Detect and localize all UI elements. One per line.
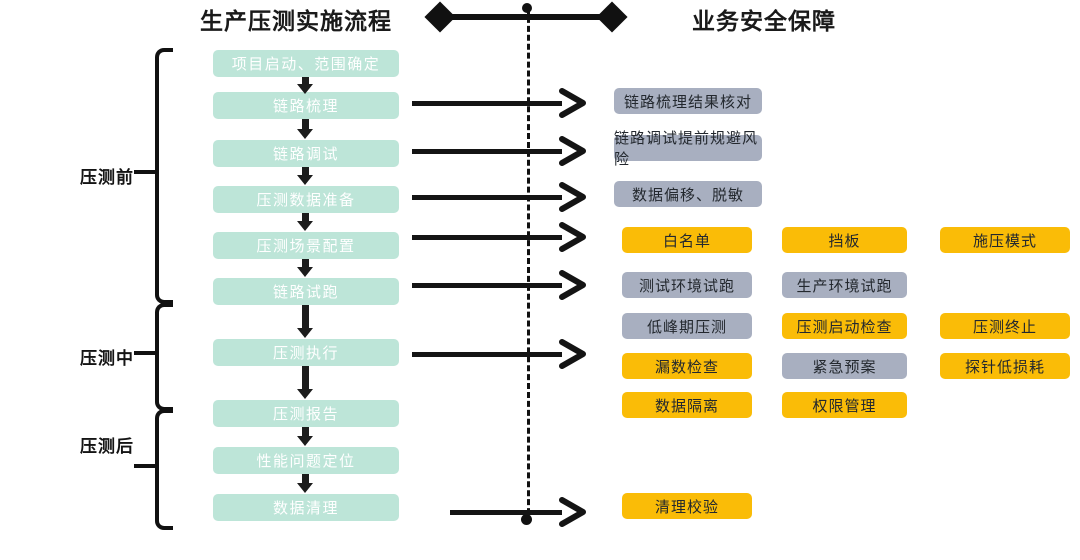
phase-brace xyxy=(155,48,173,304)
capability-box[interactable]: 数据偏移、脱敏 xyxy=(614,181,762,207)
flow-step-box[interactable]: 性能问题定位 xyxy=(213,447,399,474)
capability-box[interactable]: 探针低损耗 xyxy=(940,353,1070,379)
vertical-dashed-divider xyxy=(527,8,530,523)
capability-box[interactable]: 生产环境试跑 xyxy=(782,272,907,298)
page-title-left: 生产压测实施流程 xyxy=(200,9,392,34)
capability-box[interactable]: 漏数检查 xyxy=(622,353,752,379)
capability-box[interactable]: 压测启动检查 xyxy=(782,313,907,339)
down-arrow-icon xyxy=(297,119,313,139)
phase-label: 压测中 xyxy=(80,349,134,368)
capability-box[interactable]: 链路梳理结果核对 xyxy=(614,88,762,114)
phase-brace xyxy=(155,303,173,411)
capability-box[interactable]: 权限管理 xyxy=(782,392,907,418)
right-arrow-icon xyxy=(412,222,586,252)
diamond-left-icon xyxy=(424,1,456,33)
divider-dot-bottom-icon xyxy=(521,514,532,525)
down-arrow-icon xyxy=(297,305,313,338)
phase-brace-tick xyxy=(134,463,156,468)
flow-step-box[interactable]: 链路调试 xyxy=(213,140,399,167)
flow-step-box[interactable]: 压测执行 xyxy=(213,339,399,366)
capability-box[interactable]: 紧急预案 xyxy=(782,353,907,379)
flow-step-box[interactable]: 链路试跑 xyxy=(213,278,399,305)
down-arrow-icon xyxy=(297,167,313,185)
flow-step-box[interactable]: 项目启动、范围确定 xyxy=(213,50,399,77)
capability-box[interactable]: 链路调试提前规避风险 xyxy=(614,130,762,168)
right-arrow-icon xyxy=(412,88,586,118)
flow-step-box[interactable]: 链路梳理 xyxy=(213,92,399,119)
flow-step-box[interactable]: 压测场景配置 xyxy=(213,232,399,259)
capability-box[interactable]: 施压模式 xyxy=(940,227,1070,253)
down-arrow-icon xyxy=(297,213,313,231)
flow-step-box[interactable]: 压测数据准备 xyxy=(213,186,399,213)
capability-box[interactable]: 白名单 xyxy=(622,227,752,253)
phase-label: 压测前 xyxy=(80,168,134,187)
down-arrow-icon xyxy=(297,77,313,94)
phase-brace-tick xyxy=(134,351,156,355)
phase-label: 压测后 xyxy=(80,437,134,456)
capability-box[interactable]: 测试环境试跑 xyxy=(622,272,752,298)
capability-box[interactable]: 挡板 xyxy=(782,227,907,253)
capability-box[interactable]: 清理校验 xyxy=(622,493,752,519)
down-arrow-icon xyxy=(297,366,313,399)
right-arrow-icon xyxy=(412,136,586,166)
flow-step-box[interactable]: 数据清理 xyxy=(213,494,399,521)
top-connector-bar xyxy=(447,14,613,20)
flow-step-box[interactable]: 压测报告 xyxy=(213,400,399,427)
right-arrow-icon xyxy=(412,182,586,212)
right-arrow-icon xyxy=(412,270,586,300)
right-arrow-icon xyxy=(450,497,586,527)
diamond-right-icon xyxy=(596,1,628,33)
phase-brace-tick xyxy=(134,170,156,174)
page-title-right: 业务安全保障 xyxy=(692,9,836,34)
capability-box[interactable]: 压测终止 xyxy=(940,313,1070,339)
down-arrow-icon xyxy=(297,427,313,446)
capability-box[interactable]: 低峰期压测 xyxy=(622,313,752,339)
phase-brace xyxy=(155,409,173,530)
right-arrow-icon xyxy=(412,339,586,369)
down-arrow-icon xyxy=(297,474,313,493)
down-arrow-icon xyxy=(297,259,313,277)
capability-box[interactable]: 数据隔离 xyxy=(622,392,752,418)
